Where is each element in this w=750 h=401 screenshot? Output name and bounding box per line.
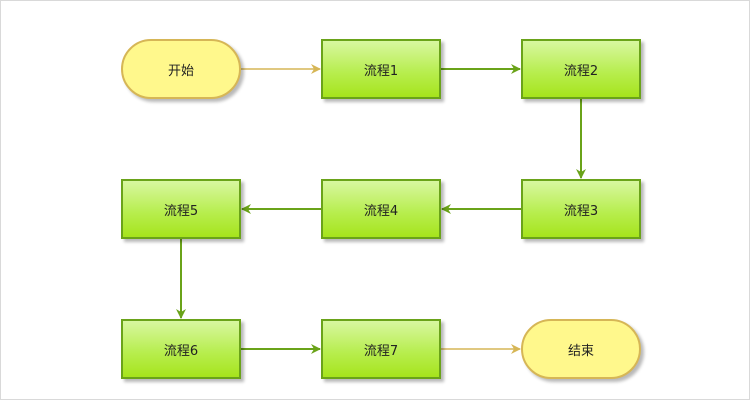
node-process-3[interactable]: 流程3 — [521, 179, 641, 239]
node-process-6-label: 流程6 — [163, 343, 199, 359]
node-end[interactable]: 结束 — [521, 319, 641, 379]
node-process-2[interactable]: 流程2 — [521, 39, 641, 99]
node-process-1[interactable]: 流程1 — [321, 39, 441, 99]
node-process-5[interactable]: 流程5 — [121, 179, 241, 239]
node-start[interactable]: 开始 — [121, 39, 241, 99]
node-process-2-label: 流程2 — [563, 63, 599, 79]
node-process-1-label: 流程1 — [363, 63, 399, 79]
node-process-6[interactable]: 流程6 — [121, 319, 241, 379]
node-process-4-label: 流程4 — [363, 203, 399, 219]
node-process-3-label: 流程3 — [563, 203, 599, 219]
node-process-7[interactable]: 流程7 — [321, 319, 441, 379]
node-start-label: 开始 — [167, 63, 194, 79]
node-process-5-label: 流程5 — [163, 203, 199, 219]
node-end-label: 结束 — [567, 343, 594, 359]
node-process-4[interactable]: 流程4 — [321, 179, 441, 239]
node-process-7-label: 流程7 — [363, 343, 399, 359]
